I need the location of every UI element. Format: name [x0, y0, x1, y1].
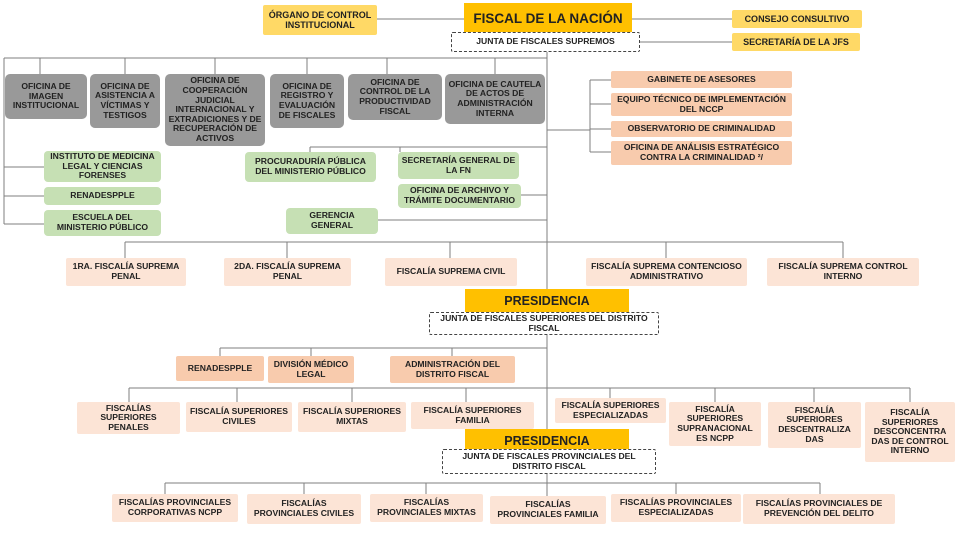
junta-fiscales-supremos-box: JUNTA DE FISCALES SUPREMOS: [451, 32, 640, 52]
fiscalia-superiores-familia-box: FISCALÍA SUPERIORES FAMILIA: [411, 402, 534, 429]
fiscalia-superiores-desconcentradas-box: FISCALÍA SUPERIORES DESCONCENTRA DAS DE …: [865, 402, 955, 462]
escuela-ministerio-box: ESCUELA DEL MINISTERIO PÚBLICO: [44, 210, 161, 236]
observatorio-box: OBSERVATORIO DE CRIMINALIDAD: [611, 121, 792, 137]
gabinete-asesores-box: GABINETE DE ASESORES: [611, 71, 792, 88]
fiscal-de-la-nacion-box: FISCAL DE LA NACIÓN: [464, 3, 632, 35]
fiscalia-suprema-contencioso-box: FISCALÍA SUPREMA CONTENCIOSO ADMINISTRAT…: [586, 258, 747, 286]
fiscalias-superiores-penales-box: FISCALÍAS SUPERIORES PENALES: [77, 402, 180, 434]
oficina-registro-box: OFICINA DE REGISTRO Y EVALUACIÓN DE FISC…: [270, 74, 344, 128]
oficina-imagen-box: OFICINA DE IMAGEN INSTITUCIONAL: [5, 74, 87, 119]
gerencia-general-box: GERENCIA GENERAL: [286, 208, 378, 234]
fiscalias-provinciales-especializadas-box: FISCALÍAS PROVINCIALES ESPECIALIZADAS: [611, 494, 741, 522]
fiscalia-superiores-especializadas-box: FISCALÍA SUPERIORES ESPECIALIZADAS: [555, 398, 666, 423]
fiscalia-suprema-penal-2-box: 2DA. FISCALÍA SUPREMA PENAL: [224, 258, 351, 286]
consejo-consultivo-box: CONSEJO CONSULTIVO: [732, 10, 862, 28]
oficina-control-productividad-box: OFICINA DE CONTROL DE LA PRODUCTIVIDAD F…: [348, 74, 442, 120]
equipo-tecnico-box: EQUIPO TÉCNICO DE IMPLEMENTACIÓN DEL NCC…: [611, 93, 792, 116]
renadespple-box: RENADESPPLE: [44, 187, 161, 205]
oficina-analisis-box: OFICINA DE ANÁLISIS ESTRATÉGICO CONTRA L…: [611, 141, 792, 165]
fiscalias-provinciales-mixtas-box: FISCALÍAS PROVINCIALES MIXTAS: [370, 494, 483, 522]
oficina-asistencia-box: OFICINA DE ASISTENCIA A VÍCTIMAS Y TESTI…: [90, 74, 160, 128]
secretaria-jfs-box: SECRETARÍA DE LA JFS: [732, 33, 860, 51]
organo-control-box: ÓRGANO DE CONTROL INSTITUCIONAL: [263, 5, 377, 35]
fiscalias-provinciales-prevencion-box: FISCALÍAS PROVINCIALES DE PREVENCIÓN DEL…: [743, 494, 895, 524]
fiscalia-superiores-supranacionales-box: FISCALÍA SUPERIORES SUPRANACIONAL ES NCP…: [669, 402, 761, 446]
fiscalia-suprema-control-interno-box: FISCALÍA SUPREMA CONTROL INTERNO: [767, 258, 919, 286]
administracion-distrito-box: ADMINISTRACIÓN DEL DISTRITO FISCAL: [390, 356, 515, 383]
presidencia-superior-box: PRESIDENCIA: [465, 289, 629, 313]
fiscalia-superiores-mixtas-box: FISCALÍA SUPERIORES MIXTAS: [298, 402, 406, 432]
fiscalia-suprema-penal-1-box: 1RA. FISCALÍA SUPREMA PENAL: [66, 258, 186, 286]
procuraduria-box: PROCURADURÍA PÚBLICA DEL MINISTERIO PÚBL…: [245, 152, 376, 182]
instituto-medicina-box: INSTITUTO DE MEDICINA LEGAL Y CIENCIAS F…: [44, 151, 161, 182]
fiscalia-superiores-civiles-box: FISCALÍA SUPERIORES CIVILES: [186, 402, 292, 432]
junta-fiscales-superiores-box: JUNTA DE FISCALES SUPERIORES DEL DISTRIT…: [429, 312, 659, 335]
fiscalias-provinciales-familia-box: FISCALÍAS PROVINCIALES FAMILIA: [490, 496, 606, 524]
fiscalias-provinciales-corporativas-box: FISCALÍAS PROVINCIALES CORPORATIVAS NCPP: [112, 494, 238, 522]
fiscalia-superiores-descentralizadas-box: FISCALÍA SUPERIORES DESCENTRALIZA DAS: [768, 402, 861, 448]
junta-fiscales-provinciales-box: JUNTA DE FISCALES PROVINCIALES DEL DISTR…: [442, 449, 656, 474]
oficina-cooperacion-box: OFICINA DE COOPERACIÓN JUDICIAL INTERNAC…: [165, 74, 265, 146]
fiscalias-provinciales-civiles-box: FISCALÍAS PROVINCIALES CIVILES: [247, 494, 361, 524]
renadespple-distrito-box: RENADESPPLE: [176, 356, 264, 381]
oficina-cautela-box: OFICINA DE CAUTELA DE ACTOS DE ADMINISTR…: [445, 74, 545, 124]
division-medico-legal-box: DIVISIÓN MÉDICO LEGAL: [268, 356, 354, 383]
oficina-archivo-box: OFICINA DE ARCHIVO Y TRÁMITE DOCUMENTARI…: [398, 184, 521, 208]
secretaria-general-box: SECRETARÍA GENERAL DE LA FN: [398, 152, 519, 179]
fiscalia-suprema-civil-box: FISCALÍA SUPREMA CIVIL: [385, 258, 517, 286]
